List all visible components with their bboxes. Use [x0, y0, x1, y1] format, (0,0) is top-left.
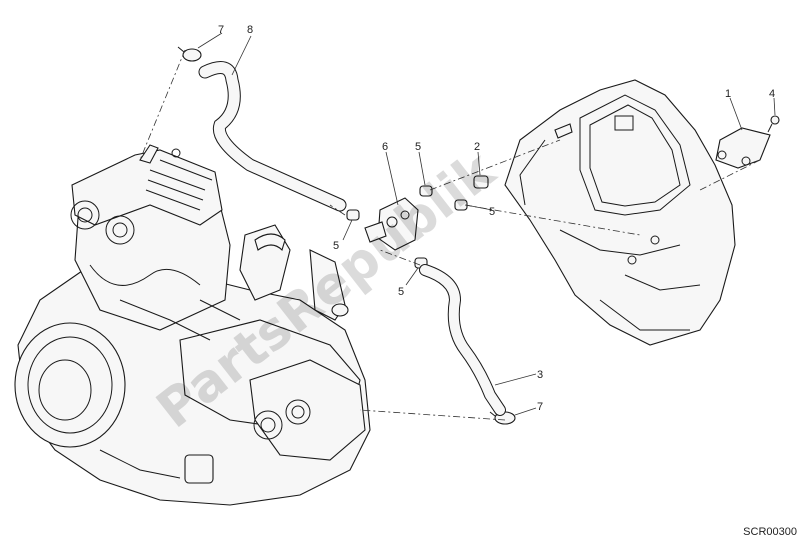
valve-part-6 — [364, 197, 419, 251]
callout-4: 4 — [769, 88, 775, 100]
callout-labels: 7 8 6 5 2 5 5 5 1 4 3 7 — [218, 24, 775, 413]
sleeves-part-5 — [346, 185, 468, 269]
assembly-guide-lines — [139, 49, 761, 421]
hose-part-8 — [198, 61, 347, 212]
bracket-part-1 — [715, 127, 771, 169]
hose-part-3 — [419, 264, 506, 416]
leader-lines — [197, 32, 776, 416]
callout-8: 8 — [247, 24, 253, 36]
screw-part-4 — [767, 115, 780, 133]
callout-1: 1 — [725, 88, 731, 100]
callout-5-left: 5 — [333, 240, 339, 252]
callout-5-lower: 5 — [398, 286, 404, 298]
engine-assembly — [14, 144, 371, 506]
callout-5-upper: 5 — [415, 141, 421, 153]
spacer-part-2 — [473, 175, 489, 189]
callout-3: 3 — [537, 369, 543, 381]
callout-5-right: 5 — [489, 206, 495, 218]
airbox — [504, 79, 736, 346]
callout-7-top: 7 — [218, 24, 224, 36]
callout-2: 2 — [474, 141, 480, 153]
callout-6: 6 — [382, 141, 388, 153]
clamp-part-7-top — [177, 46, 202, 62]
callout-7-bottom: 7 — [537, 401, 543, 413]
drawing-code: SCR00300 — [743, 526, 797, 538]
